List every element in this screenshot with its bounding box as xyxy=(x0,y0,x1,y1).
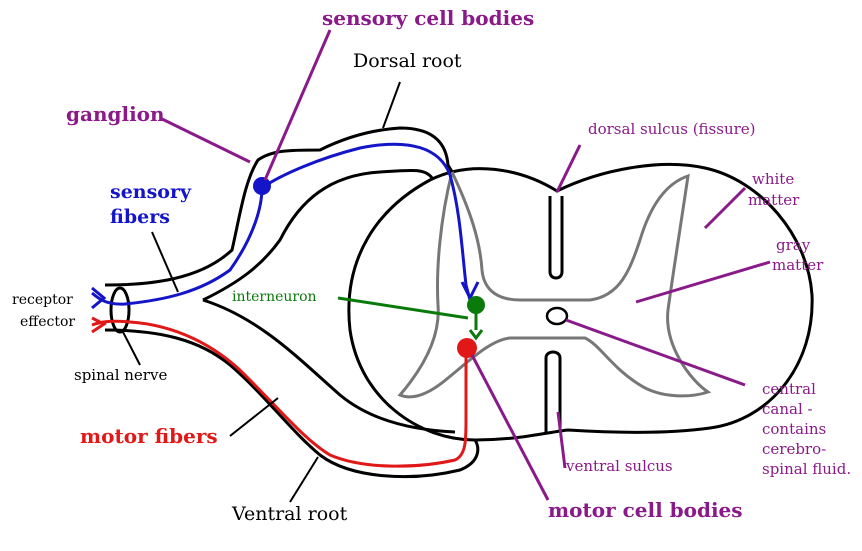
dorsal-root-inner xyxy=(203,170,432,300)
label-receptor: receptor xyxy=(12,293,73,307)
ventral-root-inner xyxy=(203,300,455,432)
leader-interneuron xyxy=(338,298,468,318)
sensory-cell-body xyxy=(253,177,271,195)
label-central-canal-4: cerebro- xyxy=(762,442,826,457)
leader-dorsal-root xyxy=(383,82,400,128)
label-sensory-cell-bodies: sensory cell bodies xyxy=(322,8,534,28)
label-central-canal-5: spinal fluid. xyxy=(762,462,851,477)
leader-motor-cell-bodies xyxy=(472,355,548,500)
label-central-canal-2: canal - xyxy=(762,402,813,417)
leader-sensory-cell-bodies xyxy=(265,30,330,180)
label-interneuron: interneuron xyxy=(232,290,317,304)
label-gray-matter-2: matter xyxy=(772,258,823,273)
label-white-matter-2: matter xyxy=(748,193,799,208)
central-canal xyxy=(547,308,567,324)
label-motor-fibers: motor fibers xyxy=(80,426,218,446)
label-white-matter-1: white xyxy=(752,172,794,187)
label-ventral-root: Ventral root xyxy=(232,505,347,524)
interneuron-cell-body xyxy=(467,296,485,314)
label-dorsal-root: Dorsal root xyxy=(353,52,462,71)
leader-spinal-nerve xyxy=(122,330,140,365)
motor-cell-body xyxy=(457,338,477,358)
leader-white-matter xyxy=(705,188,745,228)
leader-central-canal xyxy=(566,320,745,385)
spinal-cord-outline xyxy=(349,164,812,440)
leader-gray-matter xyxy=(636,262,770,302)
leader-ventral-root xyxy=(290,457,318,502)
leader-motor-fibers xyxy=(230,398,278,436)
dorsal-sulcus xyxy=(550,196,562,278)
label-sensory-fibers-2: fibers xyxy=(110,208,170,227)
label-ventral-sulcus: ventral sulcus xyxy=(566,459,673,474)
label-effector: effector xyxy=(20,315,75,329)
gray-matter-outline xyxy=(400,172,708,397)
spinal-nerve-ring xyxy=(111,288,129,332)
label-gray-matter-1: gray xyxy=(776,238,810,253)
sensory-fiber-synapse xyxy=(462,282,478,298)
leader-ganglion xyxy=(160,118,250,162)
label-central-canal-1: central xyxy=(762,382,816,397)
label-dorsal-sulcus: dorsal sulcus (fissure) xyxy=(588,122,756,137)
label-spinal-nerve: spinal nerve xyxy=(74,368,167,383)
interneuron-axon xyxy=(470,312,482,338)
label-sensory-fibers-1: sensory xyxy=(110,183,191,202)
label-motor-cell-bodies: motor cell bodies xyxy=(548,500,743,520)
label-ganglion: ganglion xyxy=(66,104,165,124)
label-central-canal-3: contains xyxy=(762,422,826,437)
